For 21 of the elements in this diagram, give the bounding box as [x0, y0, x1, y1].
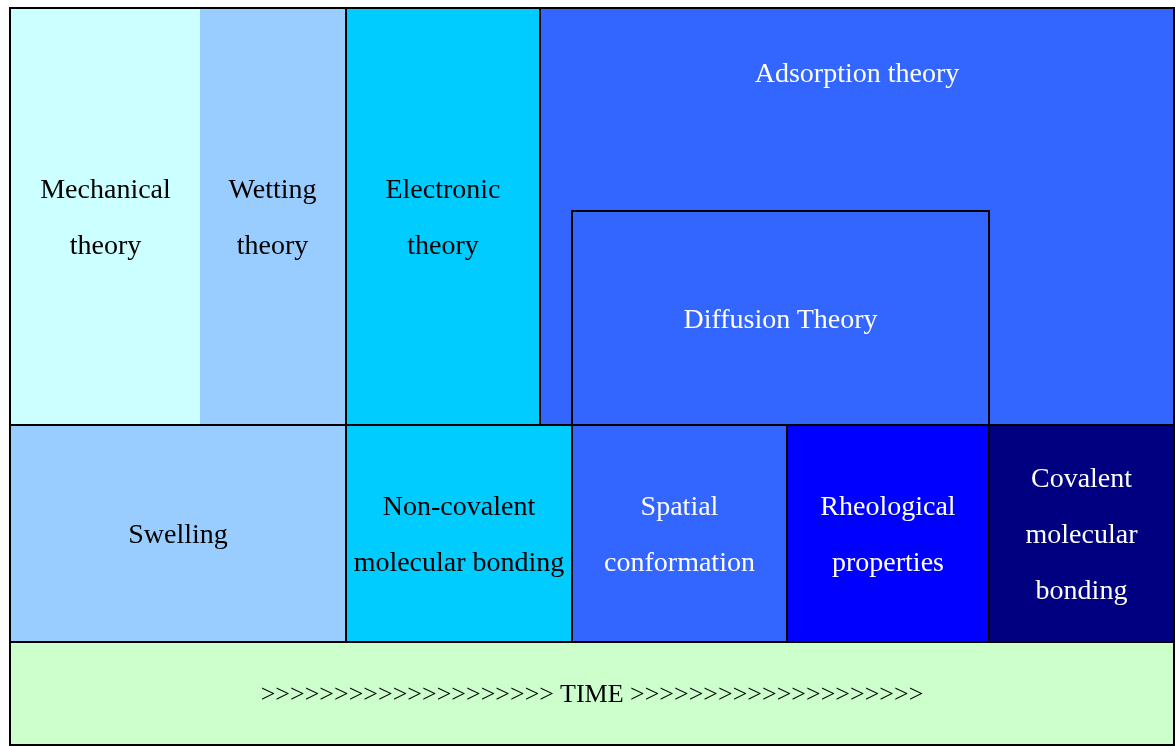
block-label: Wetting theory	[227, 171, 318, 262]
factor-block	[345, 424, 573, 643]
block-label: Mechanical theory	[39, 171, 172, 262]
theory-block	[345, 7, 541, 426]
block-label: Covalent molecular bonding	[1024, 460, 1139, 607]
time-band	[9, 641, 1175, 746]
factor-block	[786, 424, 990, 643]
theory-block	[9, 7, 202, 426]
block-label: Non-covalent molecular bonding	[352, 488, 566, 579]
factor-block	[571, 424, 788, 643]
factor-block	[988, 424, 1175, 643]
theory-block	[200, 7, 347, 426]
block-label: Spatial conformation	[603, 488, 756, 579]
theory-block	[539, 7, 1175, 426]
block-label: Swelling	[127, 516, 229, 551]
block-label: Electronic theory	[384, 171, 502, 262]
block-label: Diffusion Theory	[682, 302, 879, 336]
factor-block	[9, 424, 347, 643]
block-label: >>>>>>>>>>>>>>>>>>>> TIME >>>>>>>>>>>>>>>>>>>>	[259, 677, 925, 710]
block-label: Adsorption theory	[753, 56, 961, 90]
block-label: Rheological properties	[819, 488, 957, 579]
